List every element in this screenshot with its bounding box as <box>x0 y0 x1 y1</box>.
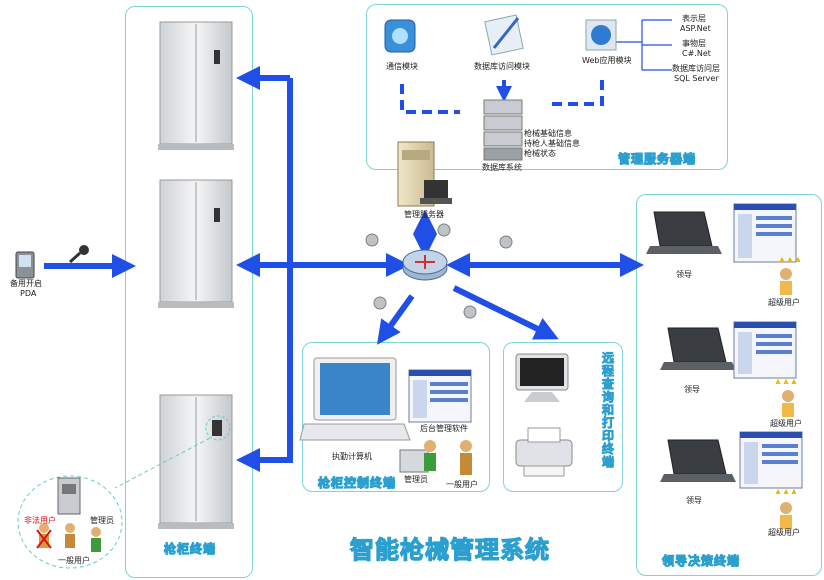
comm-module-icon <box>384 19 416 53</box>
layer-label-5: 数据库访问层 <box>672 64 720 73</box>
leader-user-3: 超级用户 <box>768 528 800 537</box>
printer-icon <box>515 427 573 477</box>
remote-section-title: 远程查询和打印终端 <box>601 351 615 469</box>
control-users <box>399 440 472 475</box>
leader-role-2: 领导 <box>684 385 700 394</box>
pda-label-2: PDA <box>20 289 37 298</box>
layer-label-2: ASP.Net <box>680 24 711 33</box>
web-module-icon <box>585 19 617 51</box>
control-admin-label: 管理员 <box>404 475 428 484</box>
web-module-label: Web应用模块 <box>582 56 632 65</box>
server-frame <box>366 4 728 170</box>
server-dashed-arrows <box>400 80 604 114</box>
pda-label-1: 备用开启 <box>10 279 42 288</box>
layer-lines <box>614 19 672 71</box>
db-item-2: 持枪人基础信息 <box>524 139 580 148</box>
admin-software-label: 后台管理软件 <box>420 424 468 433</box>
gun-cabinet-1 <box>158 21 234 150</box>
cabinet-general-user-label: 一般用户 <box>58 556 90 565</box>
leader-section-title: 领导决策终端 <box>661 554 741 569</box>
monitor-icon <box>515 353 569 402</box>
db-item-1: 枪械基础信息 <box>524 129 572 138</box>
cabinet-users-group <box>17 437 211 569</box>
leader-user-2: 超级用户 <box>770 419 802 428</box>
comm-module-label: 通信模块 <box>386 62 418 71</box>
database-system-icon <box>483 99 523 161</box>
leader-user-1: 超级用户 <box>768 298 800 307</box>
cabinet-section-title: 枪柜终端 <box>163 542 217 557</box>
leader-terminal-frame <box>636 194 822 576</box>
layer-label-1: 表示层 <box>682 14 706 23</box>
db-item-3: 枪械状态 <box>524 149 556 158</box>
db-access-module-label: 数据库访问模块 <box>474 62 530 71</box>
cabinet-admin-label: 管理员 <box>90 516 114 525</box>
duty-laptop-icon <box>299 357 411 441</box>
control-general-user-label: 一般用户 <box>446 480 478 489</box>
router-icon <box>402 249 448 281</box>
leader-row-1 <box>646 203 801 295</box>
leader-role-3: 领导 <box>686 496 702 505</box>
remote-terminal-frame <box>503 342 623 492</box>
system-title: 智能枪械管理系统 <box>349 535 550 564</box>
mgmt-server-label: 管理服务器 <box>404 210 444 219</box>
db-system-label: 数据库系统 <box>482 163 522 172</box>
pda-icon <box>15 251 35 279</box>
server-section-title: 管理服务器端 <box>617 152 697 167</box>
leader-row-2 <box>660 321 797 417</box>
cabinet-terminal-frame <box>125 6 253 578</box>
gun-cabinet-3 <box>158 394 234 529</box>
layer-label-6: SQL Server <box>674 74 719 83</box>
leader-role-1: 领导 <box>676 270 692 279</box>
gun-cabinet-2 <box>158 179 234 308</box>
duty-computer-label: 执勤计算机 <box>332 452 372 461</box>
key-icon <box>68 245 89 264</box>
illegal-user-label: 非法用户 <box>24 516 56 525</box>
network-badges <box>365 223 513 319</box>
admin-software-screen <box>408 369 472 423</box>
leader-row-3 <box>660 431 803 529</box>
layer-label-3: 事物层 <box>682 39 706 48</box>
connection-arrows <box>44 66 644 472</box>
layer-label-4: C#.Net <box>682 49 711 58</box>
db-access-module-icon <box>484 14 524 56</box>
management-server-icon <box>397 141 452 207</box>
control-section-title: 枪柜控制终端 <box>317 476 397 491</box>
